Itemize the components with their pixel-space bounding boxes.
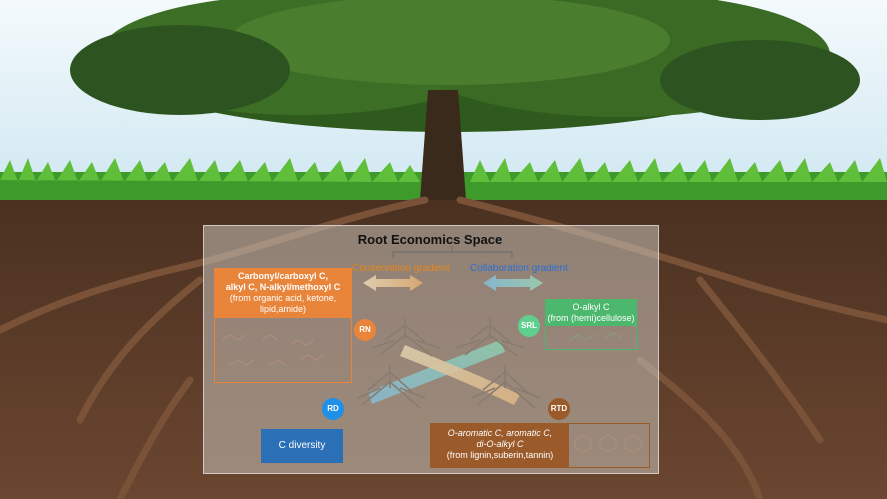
aromatic-header: O-aromatic C, aromatic C, di-O-alkyl C (… xyxy=(431,424,569,467)
carbonyl-line-2: alkyl C, N-alkyl/methoxyl C xyxy=(225,282,341,292)
collaboration-gradient-label: Collaboration gradient xyxy=(470,263,568,274)
aromatic-line-3: (from lignin,suberin,tannin) xyxy=(446,450,554,460)
tree-canopy xyxy=(70,0,860,132)
carbonyl-line-1: Carbonyl/carboxyl C, xyxy=(237,271,329,281)
carbonyl-header: Carbonyl/carboxyl C, alkyl C, N-alkyl/me… xyxy=(215,269,351,318)
rd-badge: RD xyxy=(322,398,344,420)
aromatic-box: O-aromatic C, aromatic C, di-O-alkyl C (… xyxy=(430,423,650,468)
carbonyl-line-3: (from organic acid, ketone, xyxy=(229,293,337,303)
grass-blades xyxy=(0,158,887,182)
rtd-badge: RTD xyxy=(548,398,570,420)
tree-trunk xyxy=(420,90,466,200)
conservation-gradient-label: Conservation gradient xyxy=(352,263,450,274)
carbonyl-box: Carbonyl/carboxyl C, alkyl C, N-alkyl/me… xyxy=(214,268,352,383)
rn-badge: RN xyxy=(354,319,376,341)
diagram-title: Root Economics Space xyxy=(357,232,503,247)
aromatic-line-2: di-O-alkyl C xyxy=(476,439,524,449)
c-diversity-box: C diversity xyxy=(261,429,343,463)
srl-badge: SRL xyxy=(518,315,540,337)
aromatic-line-1: O-aromatic C, aromatic C, xyxy=(447,428,553,438)
tree-roots xyxy=(0,196,887,499)
oalkyl-line-1: O-alkyl C xyxy=(572,302,610,312)
oalkyl-box: O-alkyl C (from (hemi)cellulose) xyxy=(545,299,637,350)
carbonyl-line-4: lipid,amide) xyxy=(259,304,307,314)
oalkyl-line-2: (from (hemi)cellulose) xyxy=(547,313,635,323)
oalkyl-header: O-alkyl C (from (hemi)cellulose) xyxy=(546,300,636,326)
